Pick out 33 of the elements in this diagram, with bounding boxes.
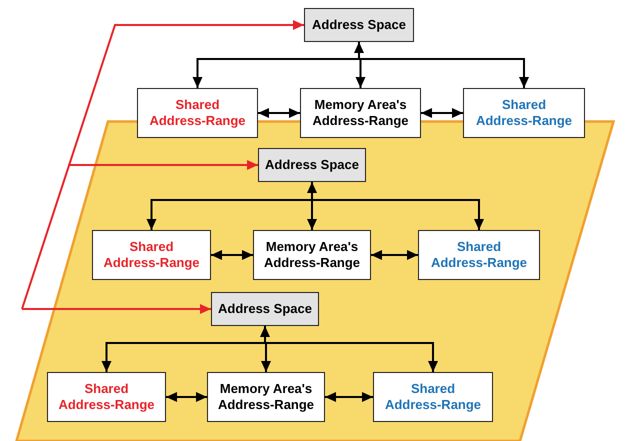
arrow	[356, 58, 366, 88]
arrow	[359, 58, 529, 88]
address-range-box: Shared Address-Range	[47, 372, 166, 422]
arrow	[192, 58, 359, 88]
arrow	[325, 392, 373, 402]
address-range-box: Memory Area's Address-Range	[207, 372, 325, 422]
arrow	[211, 250, 253, 260]
arrow	[21, 20, 304, 310]
address-range-box: Shared Address-Range	[137, 88, 258, 138]
arrow	[371, 250, 418, 260]
connector-line	[307, 182, 317, 200]
address-space-box: Address Space	[211, 292, 319, 326]
arrow	[22, 304, 211, 314]
address-range-box: Memory Area's Address-Range	[253, 230, 371, 280]
arrow	[421, 108, 463, 118]
address-space-box: Address Space	[304, 8, 414, 42]
address-range-box: Shared Address-Range	[418, 230, 540, 280]
address-space-box: Address Space	[258, 148, 366, 182]
connector-line	[260, 326, 270, 343]
arrow	[146, 199, 312, 230]
address-range-box: Shared Address-Range	[92, 230, 211, 280]
arrow	[261, 342, 271, 372]
connector-line	[354, 42, 364, 59]
address-range-box: Shared Address-Range	[373, 372, 493, 422]
address-range-box: Shared Address-Range	[463, 88, 585, 138]
arrow	[102, 342, 265, 372]
arrow	[312, 199, 484, 230]
arrow	[68, 160, 258, 170]
arrow	[307, 199, 317, 230]
arrow	[265, 342, 438, 372]
arrow	[258, 108, 300, 118]
arrow	[166, 392, 207, 402]
address-range-box: Memory Area's Address-Range	[300, 88, 421, 138]
